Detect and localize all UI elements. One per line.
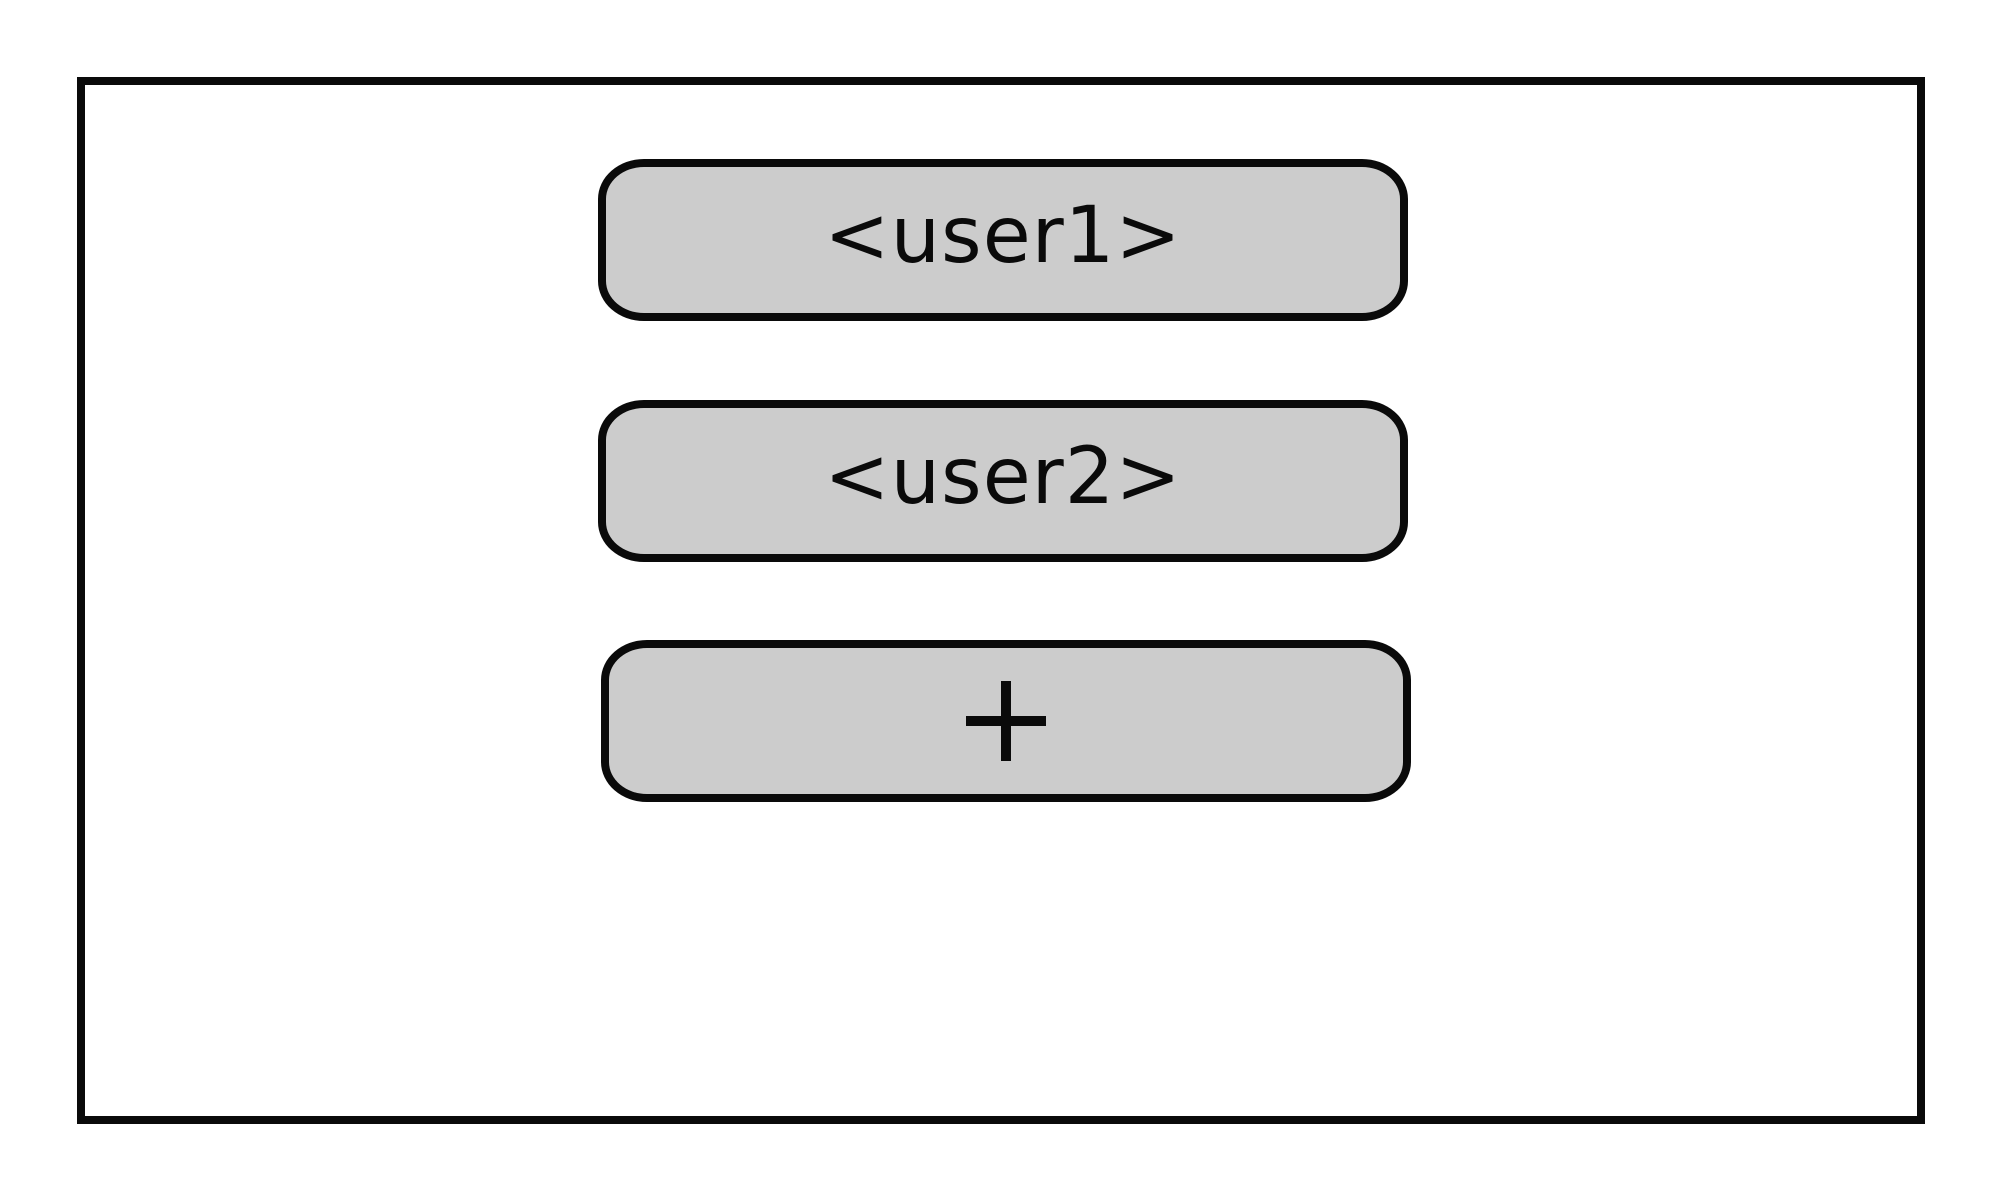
user2-label: <user2> [824, 432, 1182, 522]
user2-button[interactable]: <user2> [598, 400, 1408, 562]
user1-label: <user1> [824, 191, 1182, 281]
add-user-button[interactable] [601, 640, 1411, 802]
user1-button[interactable]: <user1> [598, 159, 1408, 321]
plus-icon [966, 681, 1046, 761]
